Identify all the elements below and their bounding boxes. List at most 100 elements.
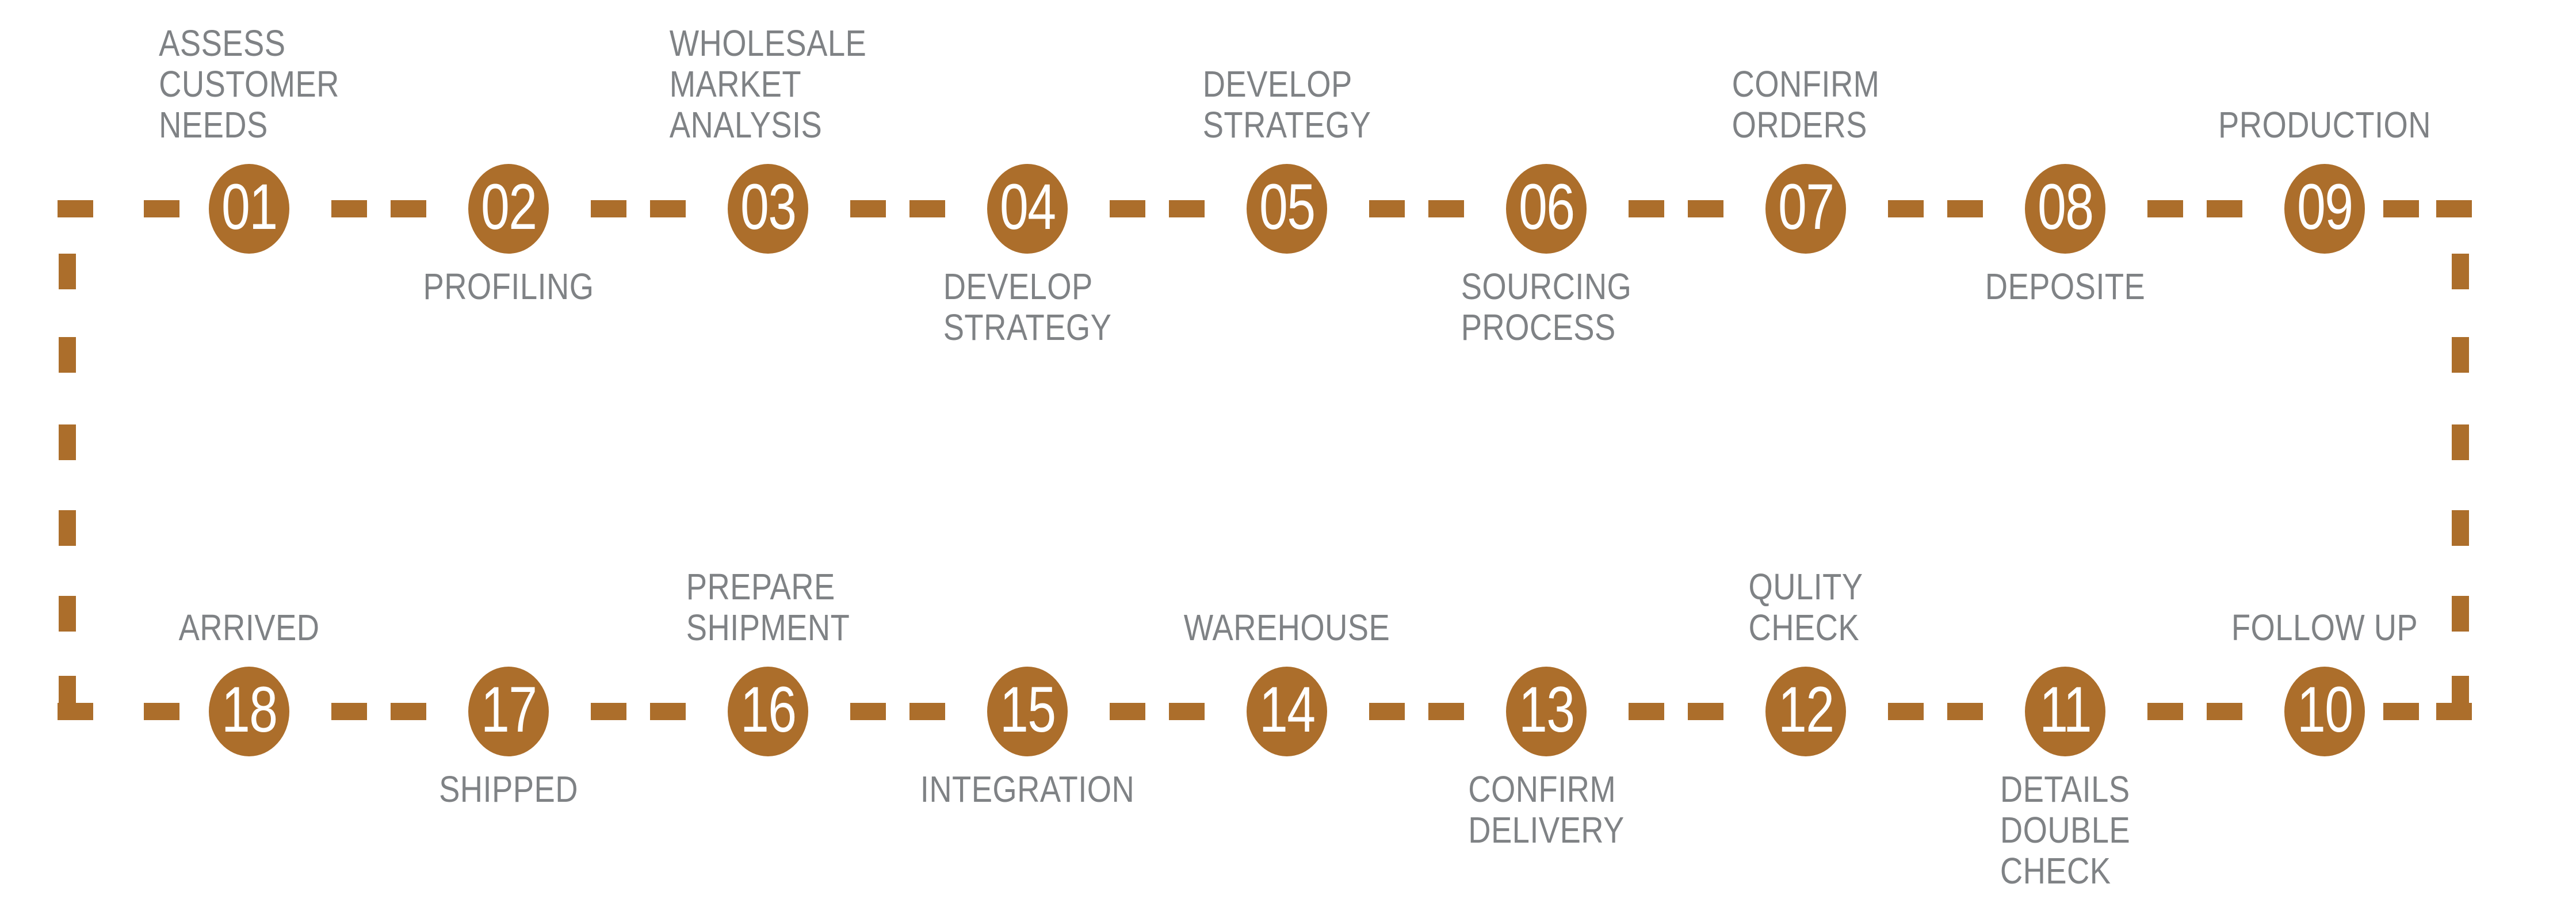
bottom-row-dash: [144, 703, 179, 720]
step-label-12: QULITY CHECK: [1748, 566, 1863, 648]
step-number-07: 07: [1778, 171, 1834, 243]
step-circle-10: 10: [2284, 667, 2365, 756]
bottom-row-dash: [1169, 703, 1205, 720]
step-number-16: 16: [740, 674, 797, 745]
right-vertical-dash: [2452, 510, 2469, 546]
step-circle-13: 13: [1506, 667, 1587, 756]
step-label-08: DEPOSITE: [1985, 266, 2146, 307]
right-vertical-dash: [2452, 424, 2469, 460]
left-vertical-dash: [59, 596, 76, 632]
bottom-row-dash: [1109, 703, 1145, 720]
step-circle-07: 07: [1765, 164, 1846, 254]
step-circle-08: 08: [2025, 164, 2105, 254]
top-row-dash: [1369, 200, 1405, 217]
bottom-row-dash: [1628, 703, 1664, 720]
bottom-row-dash: [1369, 703, 1405, 720]
top-row-dash: [1169, 200, 1205, 217]
step-label-11: DETAILS DOUBLE CHECK: [2000, 768, 2131, 892]
step-label-02: PROFILING: [423, 266, 594, 307]
step-label-07: CONFIRM ORDERS: [1732, 63, 1880, 146]
top-row-dash: [650, 200, 686, 217]
bottom-row-dash: [2147, 703, 2183, 720]
step-circle-03: 03: [728, 164, 808, 254]
step-number-18: 18: [221, 674, 278, 745]
bottom-row-dash: [1428, 703, 1465, 720]
top-row-dash: [909, 200, 946, 217]
step-number-05: 05: [1259, 171, 1316, 243]
right-vertical-dash: [2452, 254, 2469, 289]
top-row-dash: [1887, 200, 1924, 217]
step-circle-18: 18: [209, 667, 289, 756]
step-circle-14: 14: [1247, 667, 1327, 756]
step-label-17: SHIPPED: [439, 768, 578, 810]
step-circle-16: 16: [728, 667, 808, 756]
left-vertical-dash: [59, 254, 76, 289]
step-label-10: FOLLOW UP: [2231, 607, 2418, 648]
step-number-11: 11: [2039, 674, 2092, 745]
step-number-02: 02: [480, 171, 537, 243]
step-circle-15: 15: [987, 667, 1068, 756]
step-number-17: 17: [480, 674, 537, 745]
top-row-dash: [144, 200, 179, 217]
top-row-dash: [1688, 200, 1724, 217]
top-row-dash: [1628, 200, 1664, 217]
step-number-12: 12: [1778, 674, 1834, 745]
top-row-dash: [391, 200, 427, 217]
step-number-06: 06: [1518, 171, 1575, 243]
top-row-dash: [1109, 200, 1145, 217]
top-row-dash: [2147, 200, 2183, 217]
step-number-03: 03: [740, 171, 797, 243]
left-vertical-dash: [59, 510, 76, 546]
top-row-dash: [850, 200, 886, 217]
step-number-10: 10: [2296, 674, 2353, 745]
step-label-16: PREPARE SHIPMENT: [686, 566, 850, 648]
bottom-row-dash: [331, 703, 367, 720]
step-label-15: INTEGRATION: [920, 768, 1135, 810]
bottom-row-dash: [1887, 703, 1924, 720]
bottom-row-dash: [1688, 703, 1724, 720]
step-label-13: CONFIRM DELIVERY: [1468, 768, 1625, 851]
step-number-14: 14: [1259, 674, 1316, 745]
top-row-dash: [1947, 200, 1983, 217]
step-number-08: 08: [2037, 171, 2094, 243]
left-vertical-dash: [59, 676, 76, 711]
step-number-13: 13: [1518, 674, 1575, 745]
step-number-09: 09: [2296, 171, 2353, 243]
step-circle-09: 09: [2284, 164, 2365, 254]
step-number-04: 04: [999, 171, 1056, 243]
left-vertical-dash: [59, 337, 76, 373]
top-row-dash: [590, 200, 626, 217]
step-circle-11: 11: [2025, 667, 2105, 756]
step-circle-02: 02: [468, 164, 549, 254]
step-label-04: DEVELOP STRATEGY: [943, 266, 1112, 348]
step-label-05: DEVELOP STRATEGY: [1202, 63, 1371, 146]
right-vertical-dash: [2452, 596, 2469, 632]
step-label-18: ARRIVED: [178, 607, 320, 648]
step-label-03: WHOLESALE MARKET ANALYSIS: [669, 22, 867, 146]
step-circle-01: 01: [209, 164, 289, 254]
step-circle-12: 12: [1765, 667, 1846, 756]
top-row-dash: [331, 200, 367, 217]
step-number-15: 15: [999, 674, 1056, 745]
bottom-row-dash: [650, 703, 686, 720]
bottom-row-dash: [850, 703, 886, 720]
top-row-dash: [2207, 200, 2243, 217]
bottom-row-dash: [909, 703, 946, 720]
step-number-01: 01: [221, 171, 278, 243]
step-circle-05: 05: [1247, 164, 1327, 254]
step-circle-04: 04: [987, 164, 1068, 254]
step-circle-06: 06: [1506, 164, 1587, 254]
top-row-dash: [2436, 200, 2472, 217]
top-row-dash: [2383, 200, 2419, 217]
step-circle-17: 17: [468, 667, 549, 756]
bottom-row-dash: [2383, 703, 2419, 720]
bottom-row-dash: [590, 703, 626, 720]
step-label-06: SOURCING PROCESS: [1461, 266, 1632, 348]
bottom-row-dash: [2207, 703, 2243, 720]
step-label-09: PRODUCTION: [2218, 104, 2431, 146]
bottom-row-dash: [391, 703, 427, 720]
top-row-dash: [58, 200, 93, 217]
right-vertical-dash: [2452, 337, 2469, 373]
left-vertical-dash: [59, 424, 76, 460]
